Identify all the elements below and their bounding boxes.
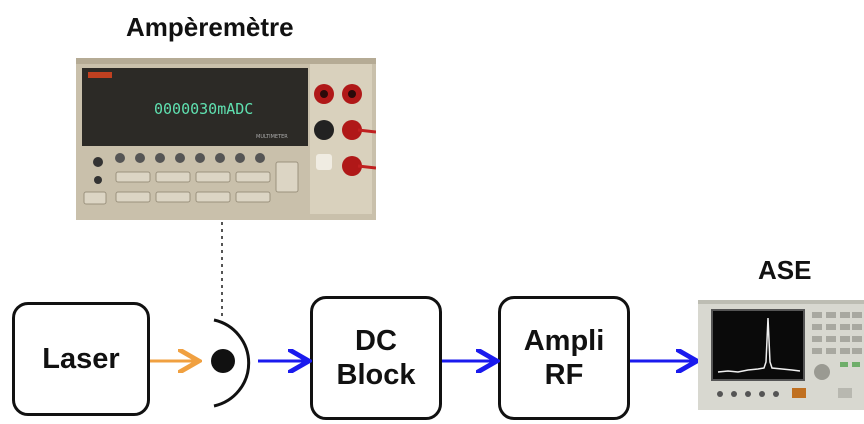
ampli-rf-block: Ampli RF bbox=[498, 296, 630, 420]
dc-block-label-line2: Block bbox=[336, 359, 416, 391]
ammeter-title: Ampèremètre bbox=[126, 12, 294, 42]
ase-title: ASE bbox=[758, 255, 812, 285]
photodiode-icon bbox=[211, 318, 251, 408]
svg-text:MULTIMETER: MULTIMETER bbox=[256, 134, 288, 140]
ampli-rf-label-line2: RF bbox=[544, 359, 584, 391]
laser-block: Laser bbox=[12, 302, 150, 416]
ammeter-instrument: 0000030mADC MULTIMETER bbox=[76, 58, 376, 220]
dc-block-label-line1: DC bbox=[355, 324, 397, 357]
ase-instrument bbox=[698, 300, 864, 410]
laser-label: Laser bbox=[42, 342, 120, 375]
ampli-rf-label-line1: Ampli bbox=[523, 324, 605, 357]
ase-spectrum-trace bbox=[717, 317, 801, 373]
ammeter-display-reading: 0000030mADC bbox=[154, 100, 253, 118]
